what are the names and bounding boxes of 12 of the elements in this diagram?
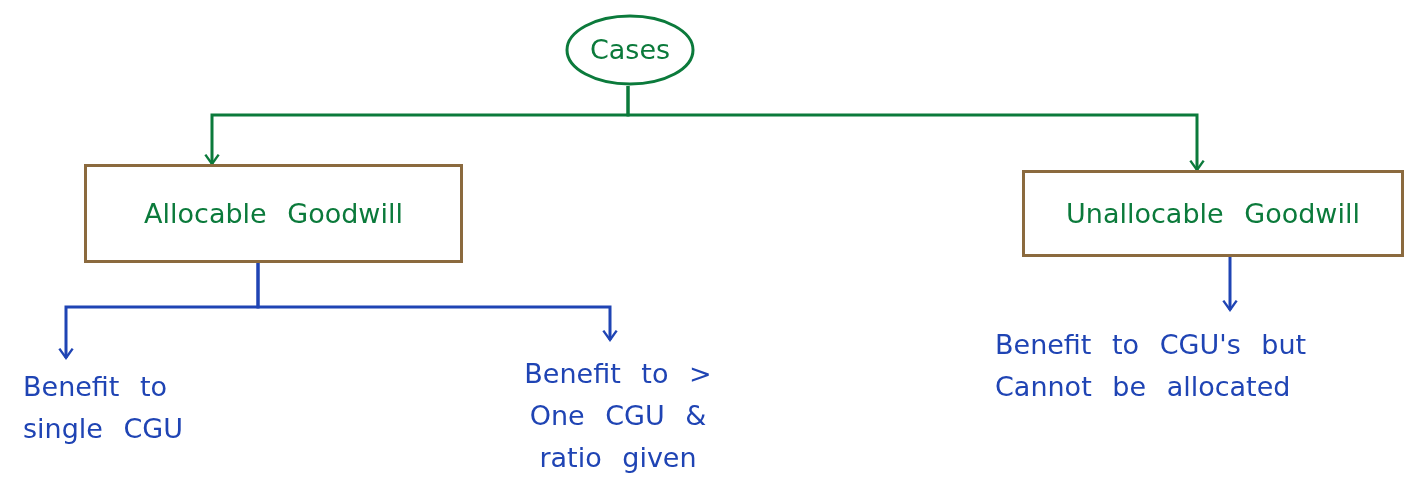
case-text: Benefit to > One CGU & ratio given [523,357,713,475]
category-box [84,164,463,263]
node-label: Cases [589,33,671,68]
case-text: Benefit to single CGU [23,370,185,446]
category-box [1022,170,1404,257]
node-label: Allocable Goodwill [144,196,403,231]
node-label: Unallocable Goodwill [1066,196,1360,231]
connector-arrow [626,86,1205,172]
connector-arrow [256,263,618,342]
connector-arrow [1222,257,1238,312]
category-ellipse [565,14,695,86]
case-text: Benefit to CGU's but Cannot be allocated [995,328,1308,404]
